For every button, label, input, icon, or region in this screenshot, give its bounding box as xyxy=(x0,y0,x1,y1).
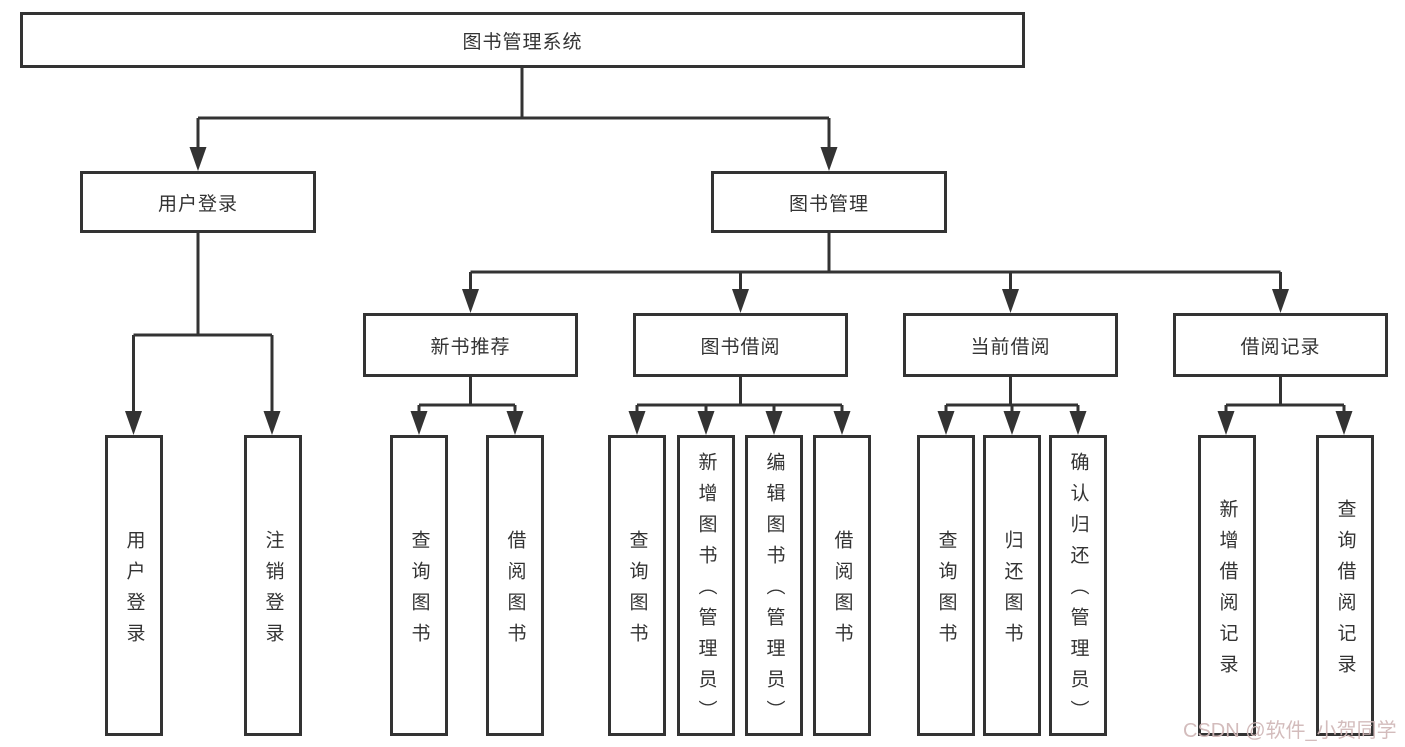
leaf-newrec-query-books-label: 查询图书 xyxy=(408,529,430,654)
arrowheads xyxy=(125,147,1353,435)
leaf-records-add-borrow-record-label: 新增借阅记录 xyxy=(1216,498,1238,685)
leaf-borrow-add-books-admin-label: 新增图书（管理员） xyxy=(695,452,717,731)
leaf-current-return-books: 归还图书 xyxy=(983,435,1041,736)
leaf-newrec-query-books: 查询图书 xyxy=(390,435,448,736)
leaf-borrow-query-books-label: 查询图书 xyxy=(626,529,648,654)
leaf-borrow-query-books: 查询图书 xyxy=(608,435,666,736)
leaf-newrec-borrow-books-label: 借阅图书 xyxy=(504,529,526,654)
node-current-borrow: 当前借阅 xyxy=(903,313,1118,377)
leaf-current-query-books-label: 查询图书 xyxy=(935,529,957,654)
node-borrow-records: 借阅记录 xyxy=(1173,313,1388,377)
csdn-watermark: CSDN @软件_小贺同学 xyxy=(1183,720,1397,742)
leaf-user-login: 用户登录 xyxy=(105,435,163,736)
leaf-borrow-edit-books-admin-label: 编辑图书（管理员） xyxy=(763,452,785,731)
leaf-current-confirm-return-admin: 确认归还（管理员） xyxy=(1049,435,1107,736)
node-book-borrow: 图书借阅 xyxy=(633,313,848,377)
leaf-borrow-edit-books-admin: 编辑图书（管理员） xyxy=(745,435,803,736)
leaf-logout: 注销登录 xyxy=(244,435,302,736)
leaf-current-return-books-label: 归还图书 xyxy=(1001,529,1023,654)
branch-user-login: 用户登录 xyxy=(80,171,316,233)
leaf-current-query-books: 查询图书 xyxy=(917,435,975,736)
leaf-user-login-label: 用户登录 xyxy=(123,529,145,654)
branch-book-management: 图书管理 xyxy=(711,171,947,233)
leaf-records-query-borrow-record-label: 查询借阅记录 xyxy=(1334,498,1356,685)
leaf-borrow-add-books-admin: 新增图书（管理员） xyxy=(677,435,735,736)
leaf-borrow-borrow-books: 借阅图书 xyxy=(813,435,871,736)
leaf-newrec-borrow-books: 借阅图书 xyxy=(486,435,544,736)
leaf-logout-label: 注销登录 xyxy=(262,529,284,654)
leaf-records-add-borrow-record: 新增借阅记录 xyxy=(1198,435,1256,736)
node-library-management-system: 图书管理系统 xyxy=(20,12,1025,68)
leaf-borrow-borrow-books-label: 借阅图书 xyxy=(831,529,853,654)
leaf-current-confirm-return-admin-label: 确认归还（管理员） xyxy=(1067,452,1089,731)
node-new-book-recommend: 新书推荐 xyxy=(363,313,578,377)
leaf-records-query-borrow-record: 查询借阅记录 xyxy=(1316,435,1374,736)
